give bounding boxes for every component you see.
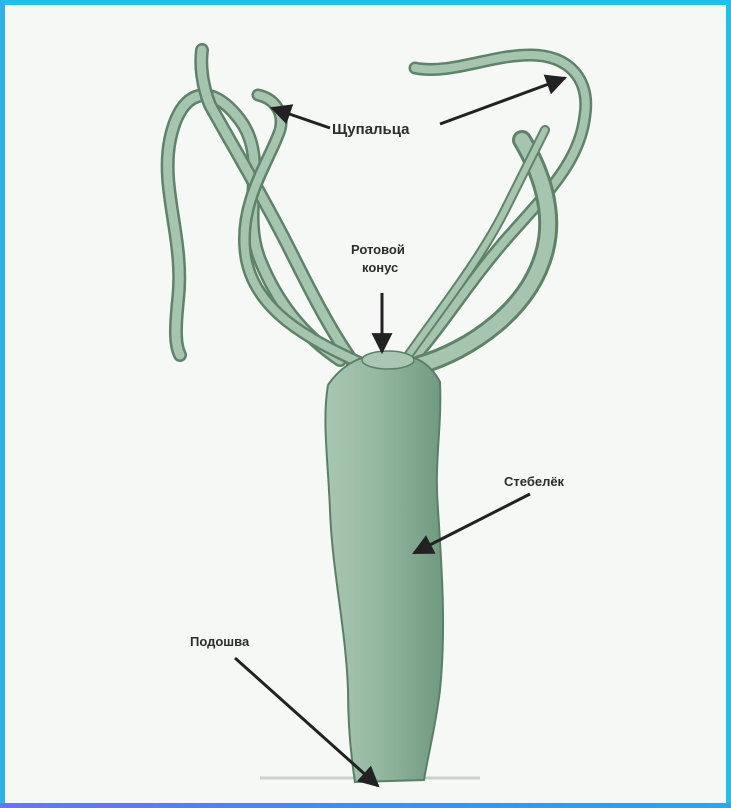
hydra-body <box>325 354 443 782</box>
tentacles <box>168 50 586 365</box>
tentacles-label: Щупальца <box>332 121 410 138</box>
mouth-cone-label-line1: Ротовой <box>351 242 405 257</box>
stalk-label: Стебелёк <box>504 474 565 489</box>
hydra-diagram: Щупальца Ротовой конус Стебелёк Подошва <box>10 10 731 808</box>
sole-label: Подошва <box>190 634 250 649</box>
mouth-cone-label-line2: конус <box>362 260 398 275</box>
tentacles-arrow-right <box>440 78 565 124</box>
